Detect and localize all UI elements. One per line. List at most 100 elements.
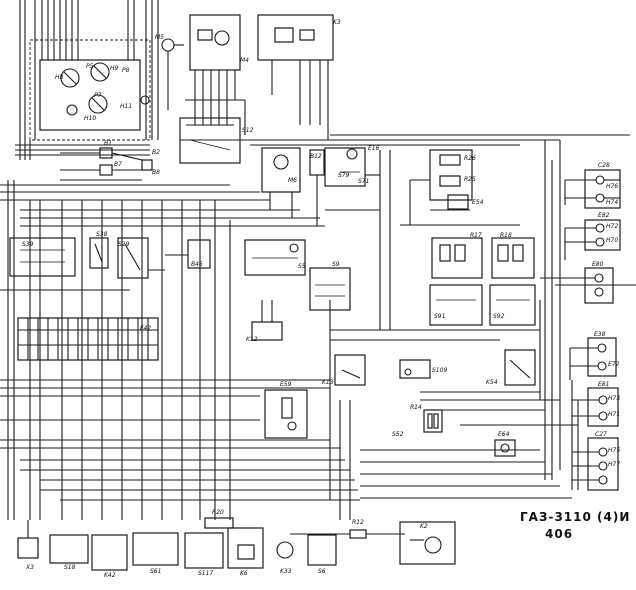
cluster-bus <box>15 0 159 160</box>
label-s29: S29 <box>118 241 130 248</box>
lamp-e80b-icon <box>594 287 604 297</box>
label-e81: E81 <box>598 381 610 388</box>
lamp-group-c28 <box>564 169 621 209</box>
switch-s109 <box>399 359 431 379</box>
relay-k12 <box>251 300 283 341</box>
switch-b46 <box>165 239 211 269</box>
lamp-h74-icon <box>595 193 605 203</box>
sensors-b <box>60 147 153 181</box>
label-e16: E16 <box>368 145 380 152</box>
label-b12: B12 <box>310 153 322 160</box>
resistor-r12-icon <box>349 529 367 539</box>
label-r26: R26 <box>464 155 476 162</box>
label-r14: R14 <box>410 404 422 411</box>
label-p7: P7 <box>94 92 102 99</box>
label-k2: K2 <box>420 523 428 530</box>
label-k6: K6 <box>240 570 248 577</box>
lamp-e72-icon <box>597 361 607 371</box>
motor-m5 <box>161 38 184 110</box>
label-h72: H72 <box>606 223 619 230</box>
label-p5: P5 <box>86 63 94 70</box>
label-h74: H74 <box>606 199 619 206</box>
resistor-r14 <box>423 409 443 433</box>
label-h73: H73 <box>608 395 621 402</box>
label-m5: M5 <box>155 34 164 41</box>
block-e59 <box>264 389 308 439</box>
motor-k2-icon <box>424 536 442 554</box>
label-h76: H76 <box>606 183 619 190</box>
label-k13: K13 <box>322 379 334 386</box>
label-s18: S18 <box>64 564 76 571</box>
lamp-group-e82 <box>564 219 621 260</box>
label-m4: M4 <box>240 57 249 64</box>
label-s39: S39 <box>22 241 34 248</box>
label-e82: E82 <box>598 212 610 219</box>
left-vertical-bus <box>7 180 351 520</box>
switch-s5 <box>244 239 306 276</box>
diagram-subtitle: 406 <box>545 527 574 541</box>
label-h75: H75 <box>608 447 621 454</box>
label-r18: R18 <box>500 232 512 239</box>
label-h70: H70 <box>606 237 619 244</box>
label-h11: H11 <box>120 103 133 110</box>
label-s92: S92 <box>493 313 505 320</box>
label-h9: H9 <box>110 65 119 72</box>
lamp-e38-icon <box>597 343 607 353</box>
lamp-h77-icon <box>598 461 608 471</box>
label-e54: E54 <box>472 199 484 206</box>
label-h71: H71 <box>608 411 621 418</box>
label-k54: K54 <box>486 379 498 386</box>
relay-r17 <box>431 237 483 279</box>
lamp-e64 <box>494 439 516 457</box>
label-p8: P8 <box>122 67 130 74</box>
label-b1: B1 <box>104 140 112 147</box>
label-b2: B2 <box>152 149 160 156</box>
label-c27: C27 <box>595 431 607 438</box>
label-s52: S52 <box>392 431 404 438</box>
motor-m6-icon <box>273 154 289 170</box>
label-h77: H77 <box>608 461 621 468</box>
main-bus <box>0 134 630 330</box>
label-e38: E38 <box>594 331 606 338</box>
label-k42: K42 <box>104 572 116 579</box>
label-s79: S79 <box>338 172 350 179</box>
relay-k54 <box>504 349 536 386</box>
label-e72: E72 <box>608 361 620 368</box>
label-s5: S5 <box>298 263 306 270</box>
label-c28: C28 <box>598 162 610 169</box>
label-k33: K33 <box>280 568 292 575</box>
label-h10: H10 <box>84 115 97 122</box>
label-s61: S61 <box>150 568 162 575</box>
relay-k3-block <box>257 14 334 140</box>
lamp-h73-icon <box>598 395 608 405</box>
label-e80: E80 <box>592 261 604 268</box>
lamp-h71-icon <box>598 411 608 421</box>
lamp-e16-icon <box>346 148 358 160</box>
motor-m4-icon <box>214 30 230 46</box>
motor-m6-block <box>261 147 380 226</box>
relays-r25-r26 <box>400 149 520 226</box>
lamp-h75-icon <box>598 447 608 457</box>
label-f42: F42 <box>140 325 152 332</box>
lamp-e64-icon <box>500 443 510 453</box>
fuse-block-f42 <box>17 317 159 361</box>
switch-s39 <box>0 237 130 291</box>
lamp-group-c27 <box>572 437 619 491</box>
switch-s12 <box>179 99 246 164</box>
label-k3: K3 <box>333 19 341 26</box>
label-h8: H8 <box>55 74 64 81</box>
lamp-group-e81 <box>572 387 619 427</box>
lamp-e59-icon <box>287 421 297 431</box>
label-s109: S109 <box>432 367 448 374</box>
label-e59: E59 <box>280 381 292 388</box>
lamp-h11-icon <box>66 104 78 116</box>
label-r12: R12 <box>352 519 364 526</box>
diagram-title: ГАЗ-3110 (4)И <box>520 510 631 524</box>
label-s117: S117 <box>198 570 214 577</box>
motor-m4-block <box>189 14 241 125</box>
label-e64: E64 <box>498 431 510 438</box>
label-b7: B7 <box>114 161 122 168</box>
label-s91: S91 <box>434 313 446 320</box>
label-s38: S38 <box>96 231 108 238</box>
